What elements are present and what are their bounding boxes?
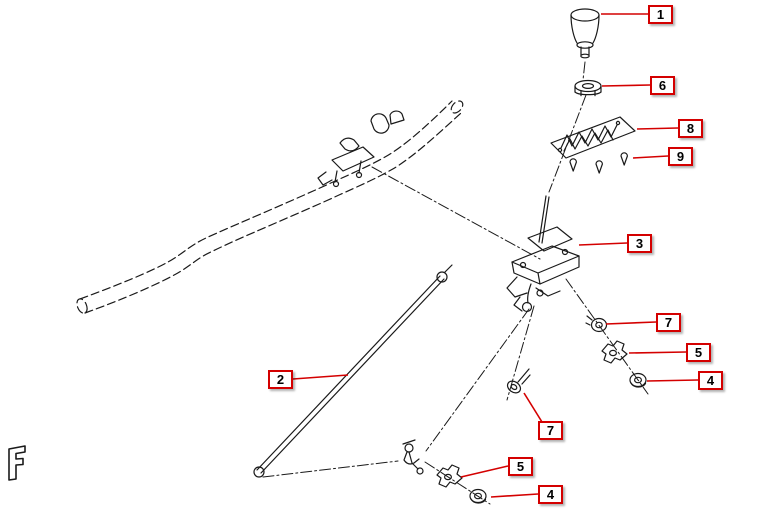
callout-9-number: 9: [676, 149, 685, 164]
callout-leaders: [292, 13, 699, 498]
callout-2: 2: [268, 370, 293, 389]
nut-upper: [629, 372, 647, 388]
callout-7-lower: 7: [538, 421, 563, 440]
callout-4-upper: 4: [698, 371, 723, 390]
callout-3-number: 3: [635, 236, 644, 251]
callout-7-upper-number: 7: [664, 315, 673, 330]
tube-bracket: [317, 110, 405, 188]
callout-9: 9: [668, 147, 693, 166]
callout-5-lower: 5: [508, 457, 533, 476]
shift-lever-assembly: [506, 195, 580, 313]
callout-4-lower-number: 4: [546, 487, 555, 502]
screws: [569, 152, 628, 174]
lock-nut: [574, 79, 602, 97]
callout-7-upper: 7: [656, 313, 681, 332]
callout-8: 8: [678, 119, 703, 138]
callout-1: 1: [648, 5, 673, 24]
clamp-lower: [436, 464, 463, 488]
callout-1-number: 1: [656, 7, 665, 22]
callout-2-number: 2: [276, 372, 285, 387]
callout-3: 3: [627, 234, 652, 253]
shift-rod: [253, 264, 453, 478]
shift-knob: [570, 8, 600, 59]
callout-7-lower-number: 7: [546, 423, 555, 438]
bolt-lower: [506, 368, 531, 394]
callout-5-lower-number: 5: [516, 459, 525, 474]
crossmember-tube: [76, 100, 464, 314]
indicator-plate: [550, 116, 636, 159]
callout-5-upper-number: 5: [694, 345, 703, 360]
callout-6: 6: [650, 76, 675, 95]
nut-lower: [469, 488, 487, 504]
clamp-upper: [601, 340, 628, 364]
corner-bracket: [8, 445, 26, 481]
callout-8-number: 8: [686, 121, 695, 136]
callout-4-lower: 4: [538, 485, 563, 504]
callout-5-upper: 5: [686, 343, 711, 362]
callout-6-number: 6: [658, 78, 667, 93]
lower-link: [402, 439, 424, 475]
callout-4-upper-number: 4: [706, 373, 715, 388]
bolt-upper: [585, 315, 608, 333]
